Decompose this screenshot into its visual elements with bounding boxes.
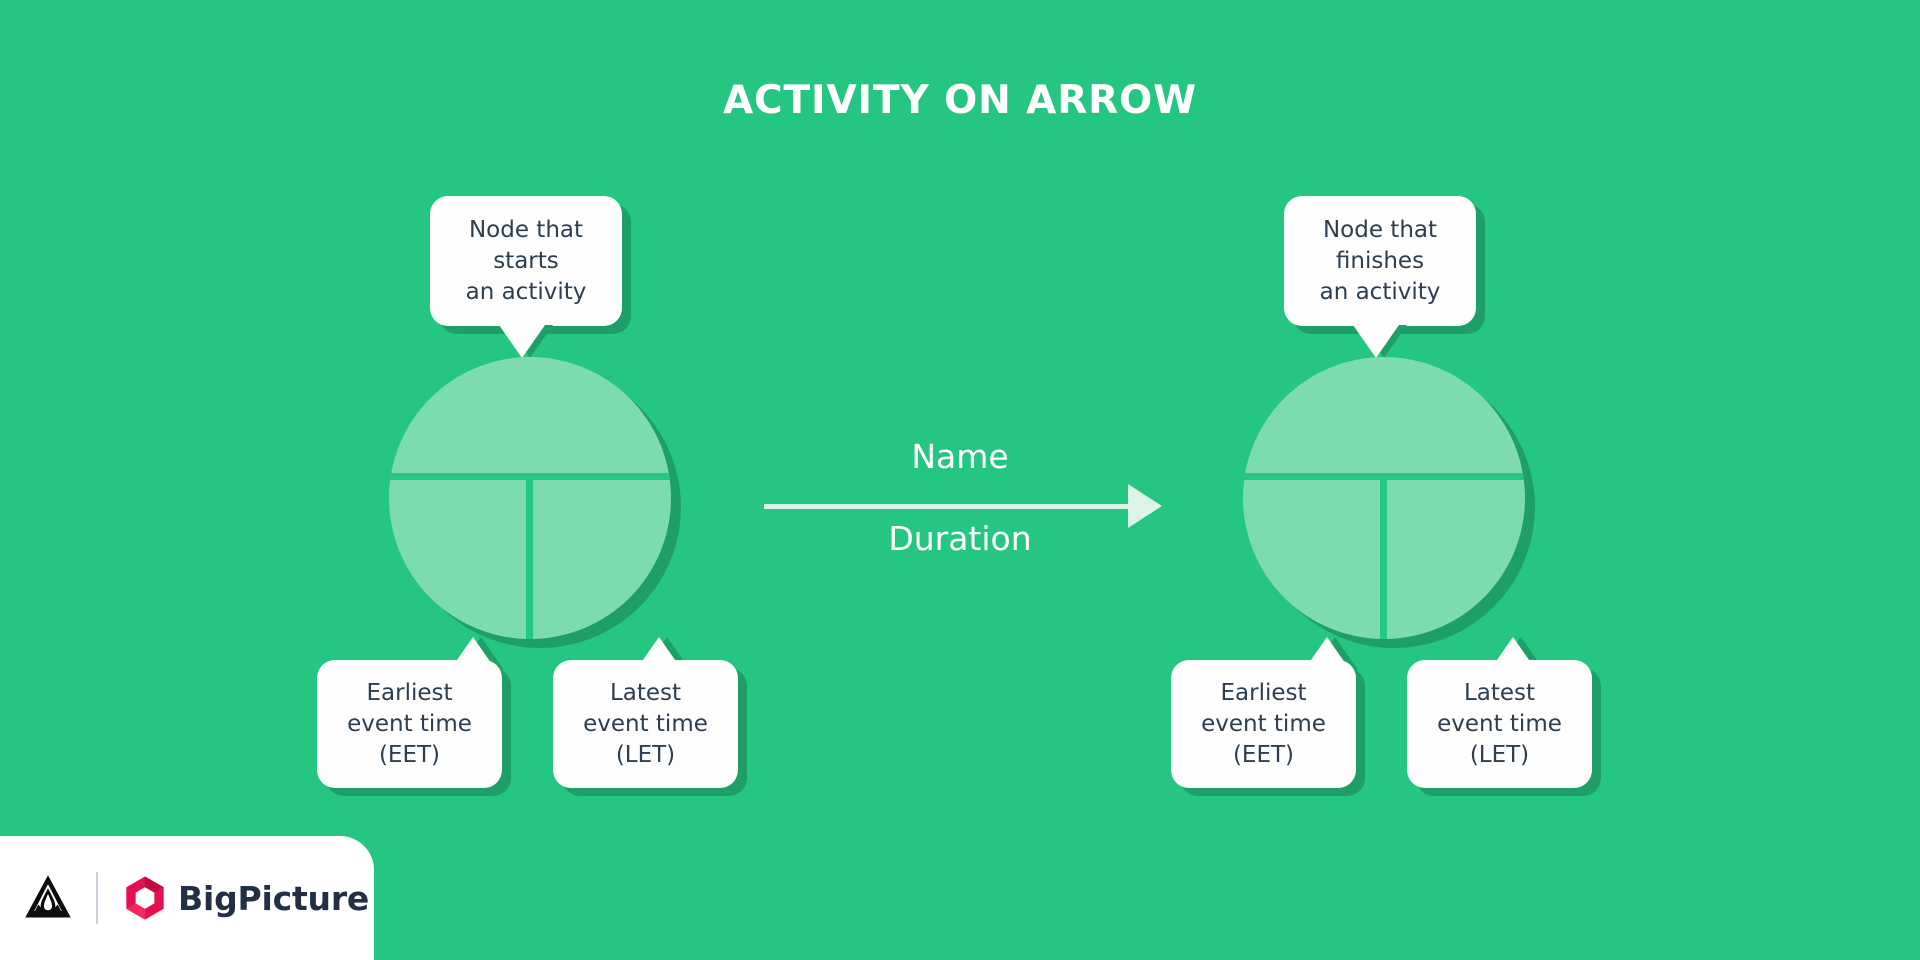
arrow-line <box>764 504 1139 509</box>
callout-finish-node-eet: Earliest event time (EET) <box>1171 660 1365 796</box>
callout-text: Earliest event time (EET) <box>1201 679 1326 768</box>
callout-text: Earliest event time (EET) <box>347 679 472 768</box>
callout-text: Node that starts an activity <box>465 216 587 305</box>
node-horizontal-divider <box>389 473 671 480</box>
bigpicture-hexagon-icon <box>126 876 164 920</box>
callout-tail-finish-top <box>1353 325 1399 358</box>
callout-start-node-eet: Earliest event time (EET) <box>317 660 511 796</box>
node-horizontal-divider <box>1243 473 1525 480</box>
branding-product-name: BigPicture <box>178 878 370 918</box>
callout-start-node-let: Latest event time (LET) <box>553 660 747 796</box>
callout-box: Node that finishes an activity <box>1284 196 1476 326</box>
arrow-label-name: Name <box>911 437 1009 476</box>
appfire-triangle-icon <box>25 875 71 918</box>
node-disc <box>1243 357 1525 639</box>
page-title: ACTIVITY ON ARROW <box>722 78 1198 123</box>
callout-finish-node-let: Latest event time (LET) <box>1407 660 1601 796</box>
callout-text: Latest event time (LET) <box>583 679 708 768</box>
arrow-label-duration: Duration <box>888 519 1032 558</box>
node-disc <box>389 357 671 639</box>
branding-divider <box>96 872 98 924</box>
callout-start-node-top: Node that starts an activity <box>430 196 631 334</box>
callout-box: Latest event time (LET) <box>553 660 738 788</box>
finish-node-circle <box>1243 357 1535 648</box>
node-vertical-divider <box>526 480 533 639</box>
callout-box: Latest event time (LET) <box>1407 660 1592 788</box>
arrow-head-icon <box>1128 484 1162 528</box>
branding-panel: BigPicture <box>0 836 374 960</box>
callout-box: Node that starts an activity <box>430 196 622 326</box>
callout-text: Node that finishes an activity <box>1319 216 1441 305</box>
callout-box: Earliest event time (EET) <box>317 660 502 788</box>
callout-finish-node-top: Node that finishes an activity <box>1284 196 1485 334</box>
callout-tail-start-top <box>499 325 545 358</box>
callout-text: Latest event time (LET) <box>1437 679 1562 768</box>
callout-box: Earliest event time (EET) <box>1171 660 1356 788</box>
node-vertical-divider <box>1380 480 1387 639</box>
start-node-circle <box>389 357 681 648</box>
